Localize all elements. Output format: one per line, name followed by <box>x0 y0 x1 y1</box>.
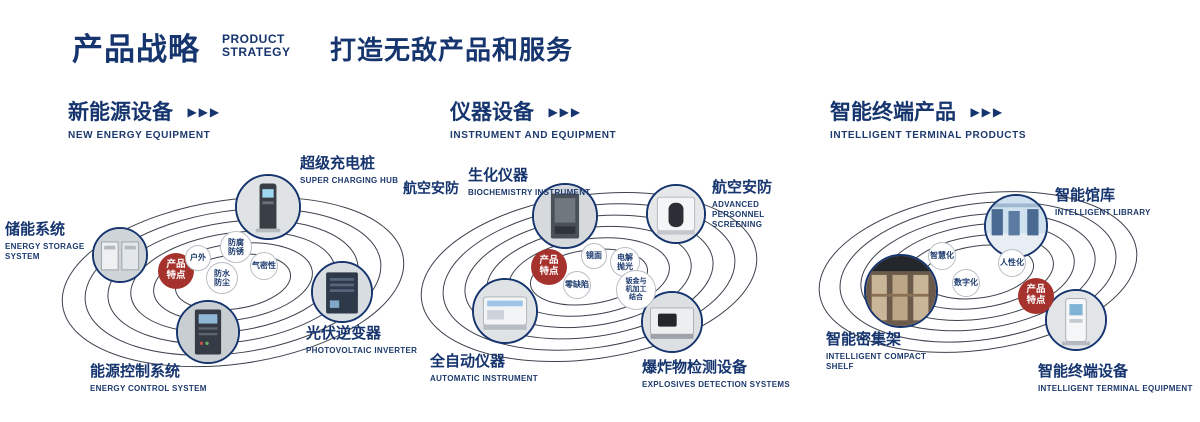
product-node-pv-inverter <box>311 261 373 323</box>
page-title-en-line2: STRATEGY <box>222 45 291 60</box>
terminal-equipment-photo <box>1047 291 1105 349</box>
product-node-personnel-screening <box>646 184 706 244</box>
product-node-terminal-equipment <box>1045 289 1107 351</box>
section-title: 仪器设备 <box>450 101 534 124</box>
item-label-pv-inverter: 光伏逆变器 PHOTOVOLTAIC INVERTER <box>306 325 418 355</box>
energy-control-photo <box>178 302 238 362</box>
section-header-intelligent-terminal: 智能终端产品 ▶▶▶ INTELLIGENT TERMINAL PRODUCTS <box>830 96 1026 141</box>
feature-badge-right: 产品特点 <box>1018 278 1054 314</box>
item-label-terminal-equipment: 智能终端设备 INTELLIGENT TERMINAL EQUIPMENT <box>1038 363 1193 393</box>
product-node-compact-shelf <box>864 254 938 328</box>
product-node-intelligent-library <box>984 194 1048 258</box>
item-label-biochemistry: 生化仪器 BIOCHEMISTRY INSTRUMENT <box>468 167 591 197</box>
section-title: 新能源设备 <box>68 101 173 124</box>
section-header-new-energy: 新能源设备 ▶▶▶ NEW ENERGY EQUIPMENT <box>68 96 221 141</box>
triple-arrow-icon: ▶▶▶ <box>548 105 583 119</box>
feature-badge-middle: 产品特点 <box>531 249 567 285</box>
feature-bubble-humanization: 人性化 <box>998 249 1026 277</box>
personnel-screening-photo <box>648 186 704 242</box>
feature-bubble-airtightness: 气密性 <box>250 252 278 280</box>
super-charging-hub-photo <box>237 176 299 238</box>
feature-bubble-zero-defect: 零缺陷 <box>563 271 591 299</box>
feature-bubble-intelligence: 智慧化 <box>928 242 956 270</box>
side-label-aviation-security: 航空安防 <box>403 180 459 196</box>
feature-bubble-waterproof-dustproof: 防水防尘 <box>206 262 238 294</box>
section-title-en: INSTRUMENT AND EQUIPMENT <box>450 130 617 141</box>
item-label-energy-storage: 储能系统 ENERGY STORAGE SYSTEM <box>5 221 85 261</box>
item-label-explosives-detection: 爆炸物检测设备 EXPLOSIVES DETECTION SYSTEMS <box>642 359 790 389</box>
feature-bubble-anticorrosion: 防腐防锈 <box>220 231 252 263</box>
feature-bubble-outdoor: 户外 <box>185 245 211 271</box>
intelligent-library-photo <box>986 196 1046 256</box>
slogan: 打造无敌产品和服务 <box>330 35 574 65</box>
energy-storage-photo <box>94 229 146 281</box>
automatic-instrument-photo <box>474 280 536 342</box>
page-title-en: PRODUCT STRATEGY <box>222 32 291 60</box>
item-label-intelligent-library: 智能馆库 INTELLIGENT LIBRARY <box>1055 187 1151 217</box>
compact-shelf-photo <box>866 256 936 326</box>
pv-inverter-photo <box>313 263 371 321</box>
section-title-en: NEW ENERGY EQUIPMENT <box>68 130 211 141</box>
feature-bubble-sheetmetal-machining: 钣金与机加工结合 <box>616 270 656 310</box>
item-label-compact-shelf: 智能密集架 INTELLIGENT COMPACT SHELF <box>826 331 927 371</box>
item-label-super-charging-hub: 超级充电桩 SUPER CHARGING HUB <box>300 155 399 185</box>
section-title: 智能终端产品 <box>830 101 956 124</box>
section-title-en: INTELLIGENT TERMINAL PRODUCTS <box>830 130 1027 141</box>
triple-arrow-icon: ▶▶▶ <box>187 105 222 119</box>
page-title: 产品战略 <box>72 32 200 67</box>
triple-arrow-icon: ▶▶▶ <box>970 105 1005 119</box>
feature-bubble-digitalization: 数字化 <box>952 269 980 297</box>
product-node-energy-control <box>176 300 240 364</box>
item-label-automatic-instrument: 全自动仪器 AUTOMATIC INSTRUMENT <box>430 353 538 383</box>
page-title-en-line1: PRODUCT <box>222 32 285 46</box>
product-node-super-charging-hub <box>235 174 301 240</box>
item-label-personnel-screening: 航空安防 ADVANCED PERSONNEL SCREENING <box>712 179 773 229</box>
feature-bubble-mirror-finish: 镜面 <box>581 243 607 269</box>
product-node-energy-storage <box>92 227 148 283</box>
section-header-instruments: 仪器设备 ▶▶▶ INSTRUMENT AND EQUIPMENT <box>450 96 616 141</box>
product-node-automatic-instrument <box>472 278 538 344</box>
item-label-energy-control: 能源控制系统 ENERGY CONTROL SYSTEM <box>90 363 207 393</box>
